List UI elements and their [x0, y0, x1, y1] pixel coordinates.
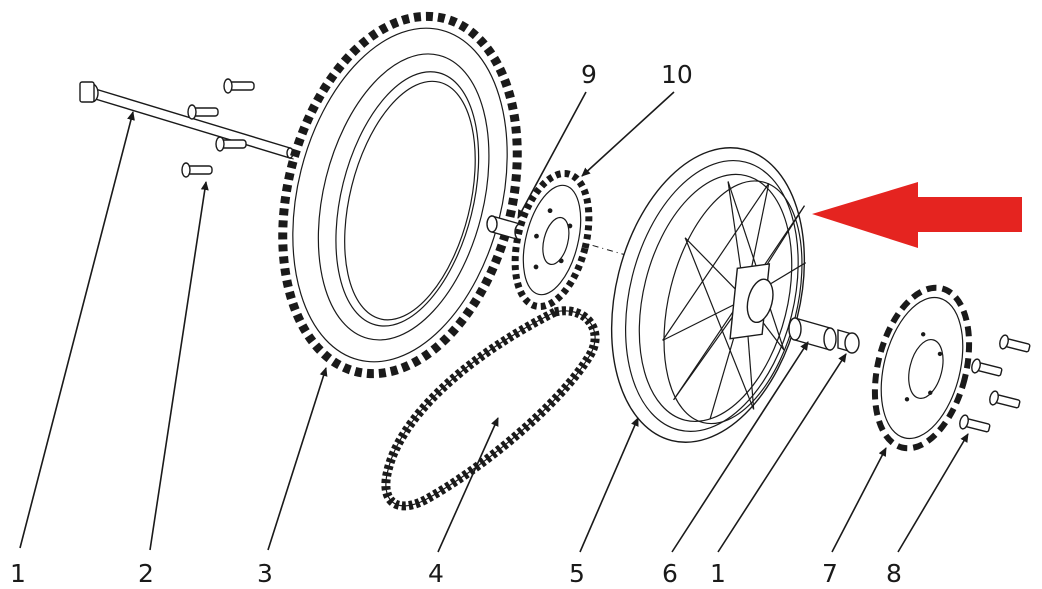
label-bolt: 2 — [138, 559, 154, 588]
leader-7 — [831, 447, 887, 553]
axle-part — [79, 81, 294, 159]
leader-5 — [579, 417, 639, 553]
chain-part — [381, 306, 600, 511]
leader-3 — [267, 367, 328, 551]
label-axle: 1 — [10, 559, 26, 588]
leader-8 — [897, 433, 969, 553]
leader-2 — [149, 181, 209, 551]
label-tire: 3 — [257, 559, 273, 588]
disc-bolt-parts — [959, 334, 1031, 433]
label-spacer-small: 9 — [581, 60, 597, 89]
leader-9 — [517, 91, 587, 219]
label-chain: 4 — [428, 559, 444, 588]
label-spacer: 6 — [662, 559, 678, 588]
label-rim: 5 — [569, 559, 585, 588]
leader-1b — [717, 353, 847, 553]
leader-4 — [437, 417, 499, 553]
bolt-parts — [181, 78, 255, 178]
leader-6 — [671, 341, 809, 553]
label-sprocket: 10 — [661, 60, 693, 89]
label-disc: 7 — [822, 559, 838, 588]
highlight-arrow — [812, 182, 1022, 248]
label-disc-bolts: 8 — [886, 559, 902, 588]
leader-1 — [19, 111, 135, 549]
sprocket-part — [511, 170, 593, 310]
axle-nut-part — [837, 329, 860, 354]
leader-lines — [19, 91, 969, 553]
label-nut: 1 — [710, 559, 726, 588]
leader-10 — [581, 91, 675, 177]
brake-disc-part — [871, 284, 973, 452]
spacer-part — [788, 317, 837, 351]
rim-part — [610, 147, 807, 443]
